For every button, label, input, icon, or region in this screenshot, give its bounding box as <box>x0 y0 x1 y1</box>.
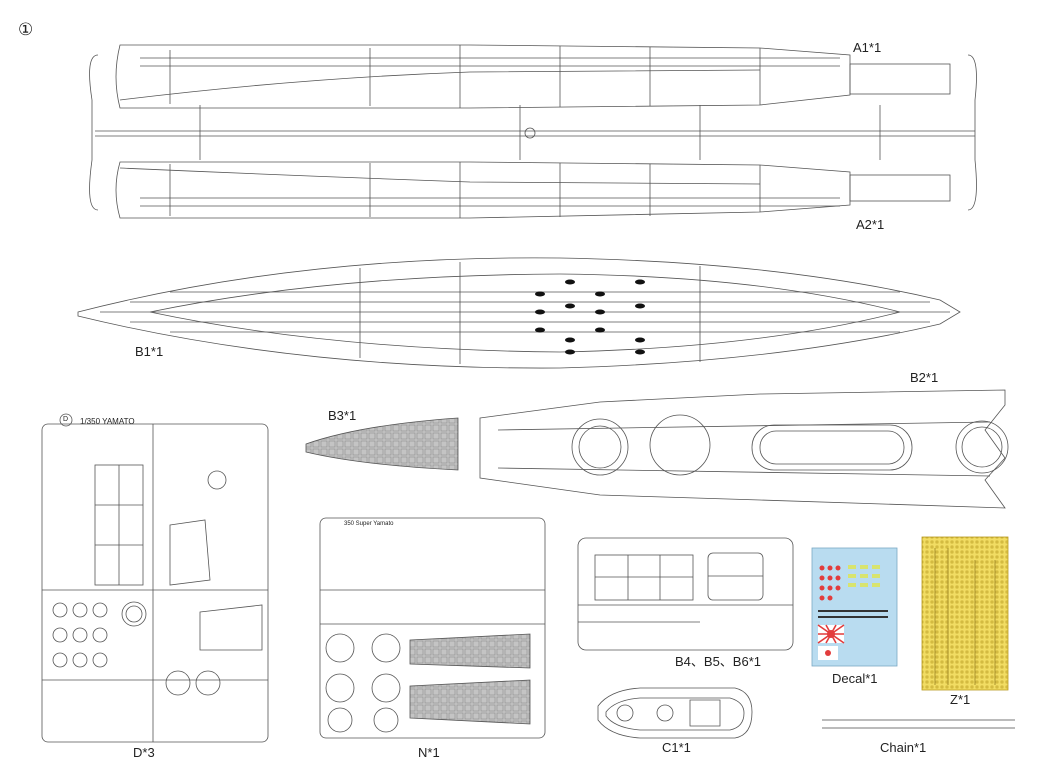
label-b3: B3*1 <box>328 408 357 423</box>
b2-deck <box>479 389 1009 509</box>
label-b456: B4、B5、B6*1 <box>675 654 761 669</box>
rising-sun-flag-2 <box>818 646 838 660</box>
b3-bow-deck <box>305 417 459 471</box>
label-decal: Decal*1 <box>832 671 878 686</box>
b456-sprue <box>577 537 794 651</box>
n-sprue-title: 350 Super Yamato <box>344 521 394 527</box>
c1-part <box>597 687 753 739</box>
label-chain: Chain*1 <box>880 740 927 755</box>
label-a2: A2*1 <box>856 217 885 232</box>
b1-hatches <box>535 279 645 355</box>
label-d: D*3 <box>133 745 155 760</box>
label-z: Z*1 <box>950 692 971 707</box>
rising-sun-flag-1 <box>817 624 845 644</box>
d-sprue-letter: D <box>63 416 69 423</box>
decal-sheet <box>811 547 898 667</box>
n-sprue <box>319 517 546 739</box>
d-sprue-title: 1/350 YAMATO <box>80 417 135 426</box>
step-number: ① <box>18 20 34 39</box>
b1-deck <box>77 257 961 369</box>
label-b2: B2*1 <box>910 370 939 385</box>
n-deck-plates <box>409 633 531 725</box>
a-hull-sprue <box>89 44 977 219</box>
d-sprue <box>41 423 269 743</box>
label-n: N*1 <box>418 745 440 760</box>
anchor-chain <box>822 719 1015 729</box>
label-b1: B1*1 <box>135 344 164 359</box>
photoetch-sheet <box>921 536 1009 691</box>
label-a1: A1*1 <box>853 40 882 55</box>
label-c1: C1*1 <box>662 740 691 755</box>
